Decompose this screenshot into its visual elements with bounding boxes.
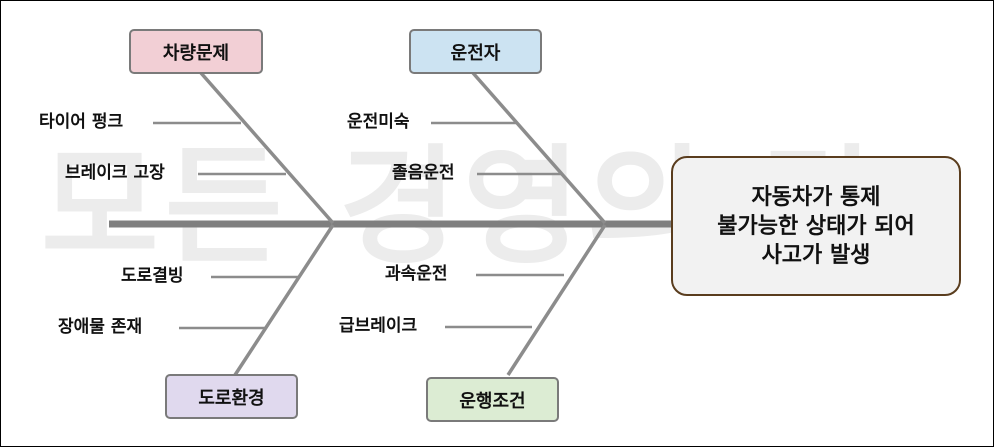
bone-vehicle	[199, 71, 335, 225]
effect-line-2: 불가능한 상태가 되어	[717, 213, 915, 239]
cause-icy-road: 도로결빙	[121, 266, 184, 286]
cause-sudden-braking: 급브레이크	[339, 316, 418, 336]
category-driver: 운전자	[409, 29, 542, 74]
cause-drowsy-driving: 졸음운전	[392, 163, 455, 183]
category-vehicle: 차량문제	[129, 29, 263, 74]
cause-brake-failure: 브레이크 고장	[65, 163, 165, 183]
bone-driving	[506, 224, 607, 376]
effect-line-1: 자동차가 통제	[751, 184, 881, 210]
cause-speeding: 과속운전	[385, 264, 448, 284]
cause-obstacle: 장애물 존재	[58, 317, 143, 337]
effect-box: 자동차가 통제 불가능한 상태가 되어 사고가 발생	[671, 156, 961, 296]
cause-tire-puncture: 타이어 펑크	[39, 112, 124, 132]
category-driving: 운행조건	[426, 377, 559, 422]
cause-inexperience: 운전미숙	[347, 112, 410, 132]
bone-road	[233, 224, 335, 376]
effect-line-3: 사고가 발생	[761, 242, 871, 268]
bone-driver	[471, 71, 607, 225]
category-road: 도로환경	[165, 374, 298, 419]
